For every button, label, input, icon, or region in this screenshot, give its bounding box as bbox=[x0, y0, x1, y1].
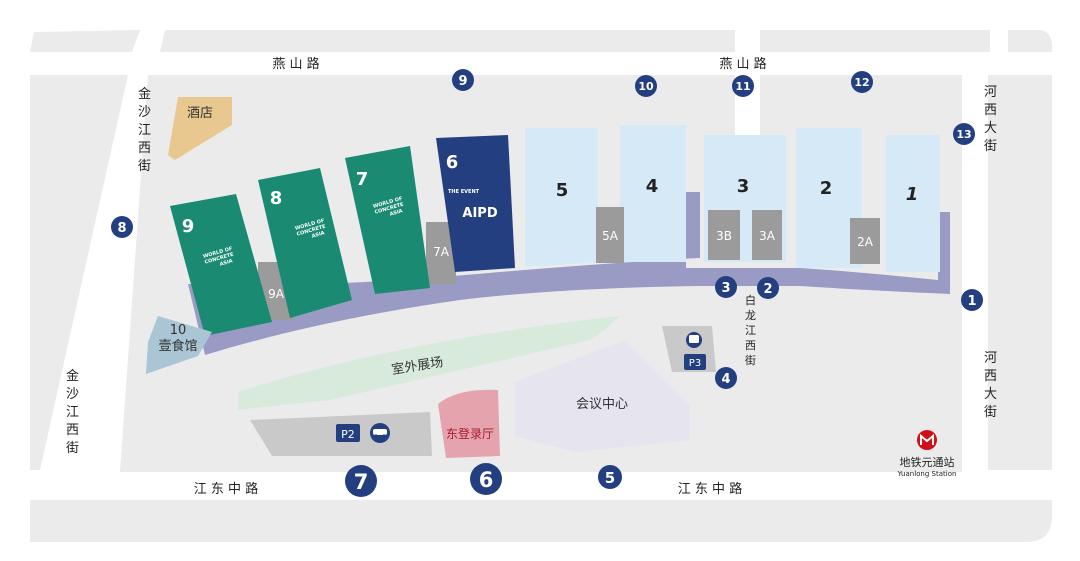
hall-3b-label: 3B bbox=[716, 229, 732, 243]
hall-7a-label: 7A bbox=[433, 245, 450, 259]
east-registration-hall[interactable] bbox=[438, 389, 500, 458]
gate-9[interactable]: 9 bbox=[452, 69, 474, 91]
gate-13[interactable]: 13 bbox=[953, 123, 975, 145]
hall-8-num: 8 bbox=[270, 188, 283, 209]
gate-7[interactable]: 7 bbox=[345, 465, 377, 497]
block-north-right bbox=[760, 30, 990, 52]
gate-8[interactable]: 8 bbox=[111, 216, 133, 238]
road-hexi-top: 河西大街 bbox=[984, 85, 997, 154]
conference-label: 会议中心 bbox=[576, 397, 628, 412]
hall-10-canteen[interactable] bbox=[146, 316, 212, 374]
gate-10[interactable]: 10 bbox=[635, 75, 657, 97]
hall-10-num: 10 bbox=[170, 323, 187, 338]
hall-6-num: 6 bbox=[446, 152, 459, 173]
metro-name: 地铁元通站 bbox=[900, 455, 955, 469]
gray-subhalls bbox=[258, 207, 880, 320]
svg-text:3: 3 bbox=[721, 281, 730, 296]
hall-2-num: 2 bbox=[820, 178, 833, 199]
hall-8[interactable] bbox=[258, 168, 352, 318]
parking-p3-badge bbox=[684, 354, 706, 370]
road-jinshajiang-top: 金沙江西街 bbox=[138, 86, 151, 174]
hall-4-num: 4 bbox=[646, 176, 659, 197]
road-hexi-bottom: 河西大街 bbox=[984, 351, 997, 420]
gate-1[interactable]: 1 bbox=[961, 289, 983, 311]
hall-3-num: 3 bbox=[737, 176, 750, 197]
hall-2a-label: 2A bbox=[857, 235, 874, 249]
gate-5[interactable]: 5 bbox=[598, 465, 622, 489]
road-yanshan-left: 燕 山 路 bbox=[272, 56, 319, 72]
hall-3a[interactable] bbox=[752, 210, 782, 260]
hall-9-num: 9 bbox=[182, 216, 195, 237]
svg-text:9: 9 bbox=[458, 74, 467, 89]
hall-7-num: 7 bbox=[356, 169, 369, 190]
parking-p3-label: P3 bbox=[689, 358, 701, 369]
hall-5a-label: 5A bbox=[602, 229, 619, 243]
svg-text:ASIA: ASIA bbox=[311, 230, 325, 239]
hall-2a[interactable] bbox=[850, 218, 880, 264]
hall-5a[interactable] bbox=[596, 207, 624, 263]
svg-text:10: 10 bbox=[638, 80, 654, 93]
light-halls bbox=[525, 125, 940, 272]
svg-text:ASIA: ASIA bbox=[389, 208, 403, 217]
hall-3b[interactable] bbox=[708, 210, 740, 260]
block-north-center bbox=[160, 30, 735, 52]
svg-text:13: 13 bbox=[956, 128, 971, 141]
gate-11[interactable]: 11 bbox=[732, 75, 754, 97]
svg-text:11: 11 bbox=[735, 80, 750, 93]
outdoor-exhibition-area[interactable] bbox=[238, 316, 620, 410]
gate-3[interactable]: 3 bbox=[715, 276, 737, 298]
corridor bbox=[188, 192, 950, 355]
metro-name-en: Yuanlong Station bbox=[897, 470, 957, 478]
gate-2[interactable]: 2 bbox=[757, 277, 779, 299]
svg-text:1: 1 bbox=[967, 294, 976, 309]
aipd-logo: AIPD bbox=[462, 206, 497, 221]
hall-6[interactable] bbox=[436, 135, 515, 272]
hall-2[interactable] bbox=[796, 128, 862, 268]
svg-text:12: 12 bbox=[854, 76, 869, 89]
svg-text:6: 6 bbox=[479, 468, 494, 492]
svg-text:2: 2 bbox=[763, 282, 772, 297]
conference-center[interactable] bbox=[515, 340, 690, 452]
block-east bbox=[988, 75, 1052, 470]
parking-p2-badge bbox=[336, 424, 360, 442]
hotel-label: 酒店 bbox=[187, 106, 213, 121]
hall-5[interactable] bbox=[525, 128, 598, 266]
event-logo-hall-6: THE EVENT bbox=[448, 189, 480, 195]
hall-10-label: 壹食馆 bbox=[158, 338, 197, 354]
green-halls bbox=[170, 146, 430, 336]
block-north-left bbox=[30, 30, 140, 52]
hall-7[interactable] bbox=[345, 146, 430, 294]
hall-9a-label: 9A bbox=[268, 287, 285, 301]
road-jiangdong-left: 江 东 中 路 bbox=[194, 481, 258, 497]
hall-4[interactable] bbox=[620, 125, 686, 262]
block-north-east bbox=[1008, 30, 1052, 52]
svg-text:ASIA: ASIA bbox=[219, 258, 233, 267]
hotel[interactable]: 酒店 bbox=[168, 97, 232, 160]
svg-text:8: 8 bbox=[117, 221, 126, 236]
block-west bbox=[30, 75, 128, 470]
hall-5-num: 5 bbox=[556, 180, 569, 201]
gate-12[interactable]: 12 bbox=[851, 71, 873, 93]
registration-label: 东登录厅 bbox=[446, 426, 494, 441]
gate-6[interactable]: 6 bbox=[470, 463, 502, 495]
gates: 1 2 3 4 5 6 7 8 9 10 11 12 13 bbox=[111, 69, 983, 497]
block-south bbox=[30, 500, 1052, 542]
parking-p2-label: P2 bbox=[341, 428, 355, 441]
gate-4[interactable]: 4 bbox=[715, 367, 737, 389]
bus-icon bbox=[686, 332, 702, 348]
road-yanshan-right: 燕 山 路 bbox=[719, 56, 766, 72]
road-bailongjiang: 白龙江西街 bbox=[745, 293, 756, 367]
hall-1[interactable] bbox=[886, 135, 940, 272]
metro-station[interactable]: 地铁元通站 Yuanlong Station bbox=[897, 430, 957, 478]
hall-9[interactable] bbox=[170, 194, 272, 336]
road-jiangdong-right: 江 东 中 路 bbox=[678, 481, 742, 497]
svg-text:7: 7 bbox=[354, 470, 369, 494]
hall-3a-label: 3A bbox=[759, 229, 776, 243]
svg-text:4: 4 bbox=[721, 372, 730, 387]
road-jinshajiang-bottom: 金沙江西街 bbox=[66, 368, 79, 456]
hall-1-num: 1 bbox=[906, 184, 919, 205]
car-icon bbox=[370, 423, 390, 443]
svg-text:5: 5 bbox=[605, 469, 615, 487]
